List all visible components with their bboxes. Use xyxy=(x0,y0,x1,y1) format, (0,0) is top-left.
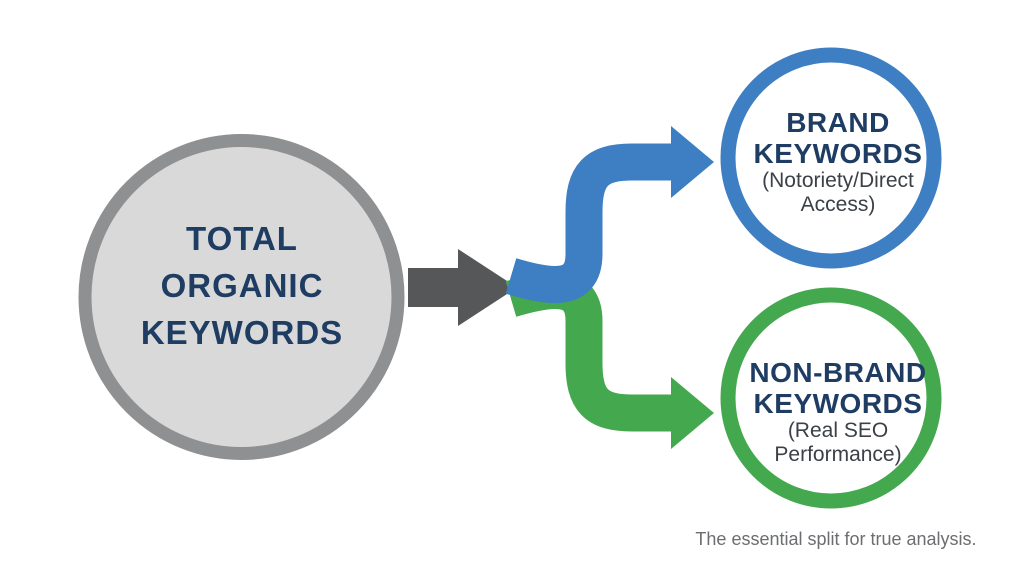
total-organic-keywords-circle xyxy=(78,134,405,460)
brand-keywords-label: BRAND KEYWORDS (Notoriety/Direct Access) xyxy=(733,105,943,219)
brand-keywords-circle xyxy=(720,47,942,269)
brand-subtitle-line-1: (Notoriety/Direct xyxy=(762,169,914,192)
total-label-line-3: KEYWORDS xyxy=(140,314,344,351)
nonbrand-subtitle-line-2: Performance) xyxy=(774,443,902,466)
brand-branch-arrowhead-icon xyxy=(671,126,714,198)
brand-branch-arrow-icon xyxy=(505,143,674,303)
nonbrand-branch-arrow-icon xyxy=(505,272,674,432)
brand-title-line-2: KEYWORDS xyxy=(753,138,923,169)
split-arrow-icon xyxy=(408,249,517,326)
total-organic-keywords-label: TOTAL ORGANIC KEYWORDS xyxy=(111,215,373,356)
nonbrand-title-line-1: NON-BRAND xyxy=(749,357,927,388)
nonbrand-branch-arrowhead-icon xyxy=(671,377,714,449)
total-label-line-1: TOTAL xyxy=(186,220,298,257)
brand-subtitle-line-2: Access) xyxy=(800,193,876,216)
nonbrand-keywords-label: NON-BRAND KEYWORDS (Real SEO Performance… xyxy=(733,355,943,469)
diagram-caption: The essential split for true analysis. xyxy=(695,529,977,549)
nonbrand-keywords-circle xyxy=(720,287,942,509)
nonbrand-subtitle-line-1: (Real SEO xyxy=(787,419,889,442)
brand-title-line-1: BRAND xyxy=(786,107,890,138)
total-label-line-2: ORGANIC xyxy=(160,267,324,304)
nonbrand-title-line-2: KEYWORDS xyxy=(753,388,923,419)
